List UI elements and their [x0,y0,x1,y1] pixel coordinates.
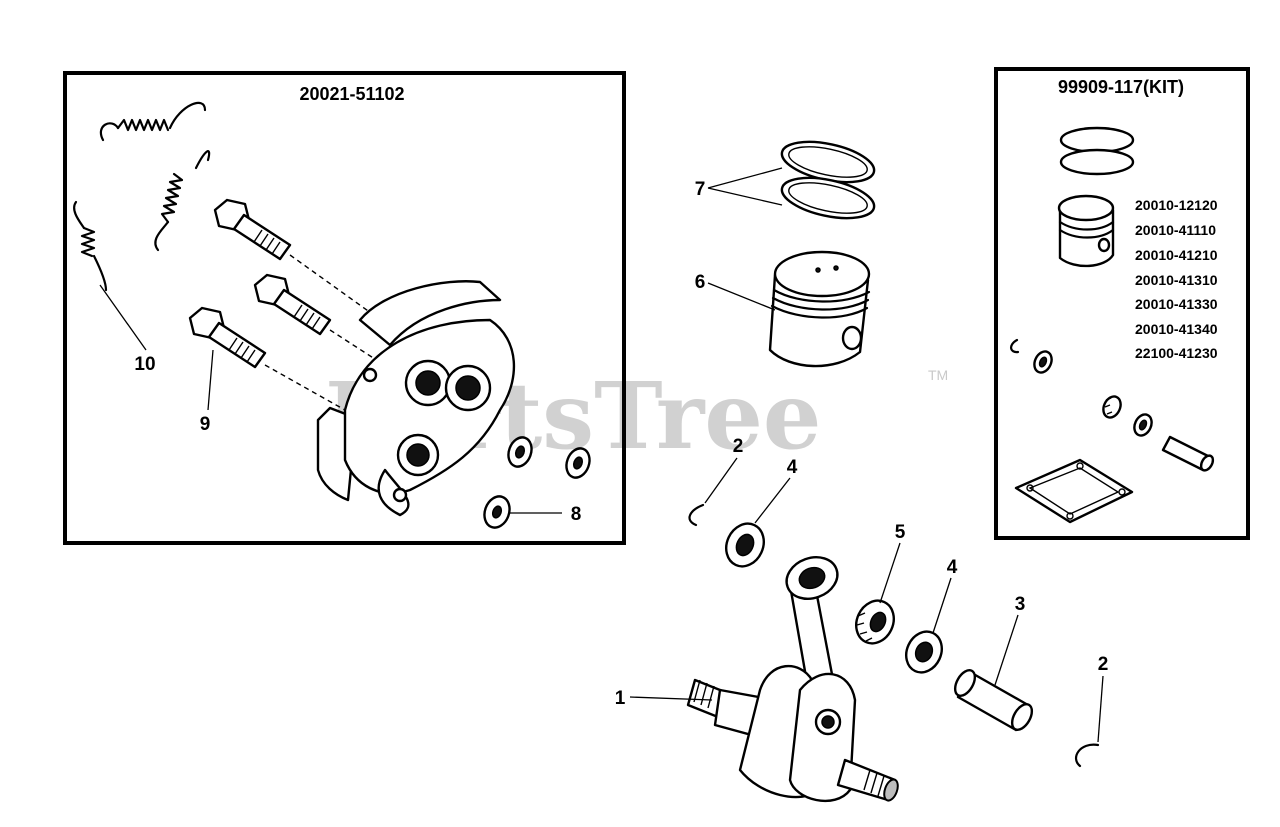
clutch-bolt-lower[interactable] [188,306,267,369]
needle-bearing[interactable] [849,594,900,649]
callout-3[interactable]: 3 [1015,594,1026,615]
callout-7[interactable]: 7 [695,179,706,200]
clutch-washer-2[interactable] [563,445,594,481]
piston-kit-box[interactable]: 99909-117(KIT) 20010-12120 20010-41110 2… [994,67,1250,540]
callout-4-left[interactable]: 4 [787,457,798,478]
clutch-assembly-part-number: 20021-51102 [299,84,404,104]
kit-piston[interactable] [1057,194,1115,268]
thrust-washer-left[interactable] [719,517,770,572]
callout-4-right[interactable]: 4 [947,557,958,578]
clutch-assembly-box[interactable]: 20021-51102 [63,71,626,545]
kit-needle-bearing[interactable] [1100,394,1124,421]
callout-5[interactable]: 5 [895,522,906,543]
kit-part-number: 20010-12120 [1135,197,1218,213]
clutch-washer-3[interactable] [480,493,513,531]
piston-kit-part-number: 99909-117(KIT) [1058,77,1184,97]
callout-8[interactable]: 8 [571,504,582,525]
clutch-bolt-middle[interactable] [253,273,332,336]
kit-part-number: 20010-41310 [1135,272,1218,288]
callout-2-left[interactable]: 2 [733,436,744,457]
kit-circlip[interactable] [1010,338,1020,354]
piston-pin[interactable] [951,667,1036,733]
kit-piston-rings[interactable] [1059,126,1135,176]
clutch-bolt-top[interactable] [213,198,292,261]
watermark-trademark: TM [928,367,948,383]
kit-gasket[interactable] [1014,458,1134,524]
clutch-shoe-assembly[interactable] [316,280,516,517]
kit-part-number: 20010-41210 [1135,247,1218,263]
kit-part-number: 20010-41110 [1135,222,1216,238]
clutch-spring-top[interactable] [100,101,207,142]
thrust-washer-right[interactable] [900,626,949,678]
kit-piston-pin[interactable] [1161,435,1215,472]
callout-2-right[interactable]: 2 [1098,654,1109,675]
kit-part-number: 20010-41330 [1135,296,1218,312]
circlip-right[interactable] [1074,743,1100,768]
kit-part-number: 20010-41340 [1135,321,1218,337]
clutch-spring-middle[interactable] [154,150,211,252]
piston[interactable] [768,250,871,368]
callout-9[interactable]: 9 [200,414,211,435]
kit-washer[interactable] [1031,349,1055,376]
callout-6[interactable]: 6 [695,272,706,293]
kit-washer-2[interactable] [1131,412,1155,439]
clutch-washer-1[interactable] [505,434,536,470]
crankshaft[interactable] [686,550,900,803]
kit-part-number-list: 20010-12120 20010-41110 20010-41210 2001… [1135,197,1218,361]
circlip-left[interactable] [688,503,705,527]
clutch-spring-left[interactable] [73,200,108,292]
callout-10[interactable]: 10 [134,354,155,375]
piston-rings[interactable] [778,135,877,226]
kit-part-number: 22100-41230 [1135,345,1218,361]
callout-1[interactable]: 1 [615,688,626,709]
